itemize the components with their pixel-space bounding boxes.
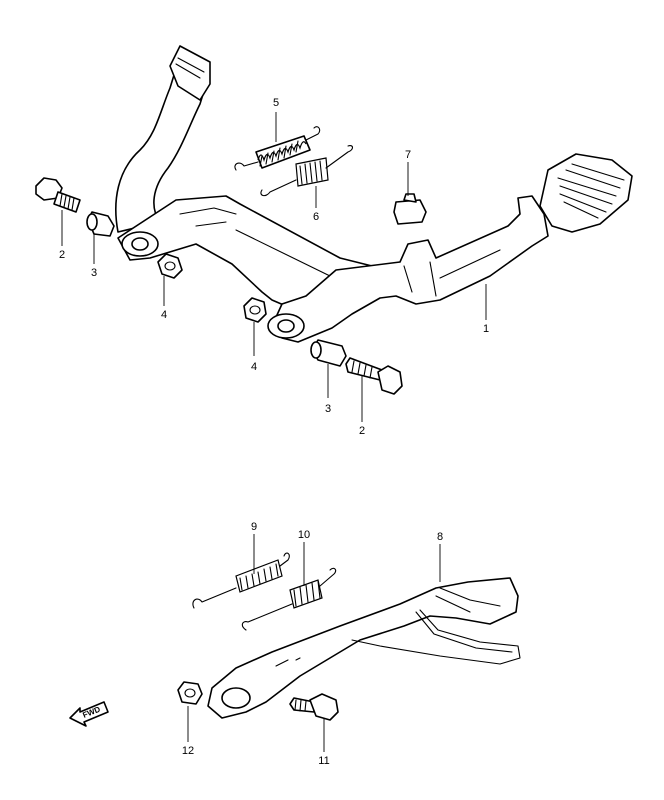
callout-8: 8 — [437, 531, 443, 543]
callout-4-right: 4 — [251, 361, 257, 373]
callout-2-right: 2 — [359, 425, 365, 437]
callout-7: 7 — [405, 149, 411, 161]
spring-5 — [234, 126, 321, 171]
callout-3-left: 3 — [91, 267, 97, 279]
bolt-11 — [289, 693, 339, 721]
nut-12 — [177, 681, 203, 705]
callout-12: 12 — [182, 745, 194, 757]
callout-3-right: 3 — [325, 403, 331, 415]
rubber-stopper — [393, 193, 427, 225]
callout-9: 9 — [251, 521, 257, 533]
callout-5: 5 — [273, 97, 279, 109]
leader-lines — [61, 112, 487, 752]
spring-9 — [192, 552, 290, 609]
side-stand — [207, 577, 521, 719]
spring-6 — [260, 145, 354, 197]
callout-2-left: 2 — [59, 249, 65, 261]
collar-right — [310, 339, 347, 367]
callout-4-left: 4 — [161, 309, 167, 321]
callout-6: 6 — [313, 211, 319, 223]
callout-10: 10 — [298, 529, 310, 541]
spring-10 — [241, 567, 337, 631]
callout-numbers: 5 6 7 2 3 4 1 4 3 2 8 9 10 11 12 — [59, 97, 489, 767]
callout-11: 11 — [318, 755, 329, 767]
fwd-arrow-icon: FWD — [69, 701, 109, 727]
collar-left — [86, 211, 115, 237]
callout-1: 1 — [483, 323, 489, 335]
center-stand — [115, 45, 633, 343]
bolt-right — [345, 357, 403, 395]
bolt-left — [35, 177, 81, 213]
nut-right — [243, 297, 267, 323]
nut-left — [157, 253, 183, 279]
